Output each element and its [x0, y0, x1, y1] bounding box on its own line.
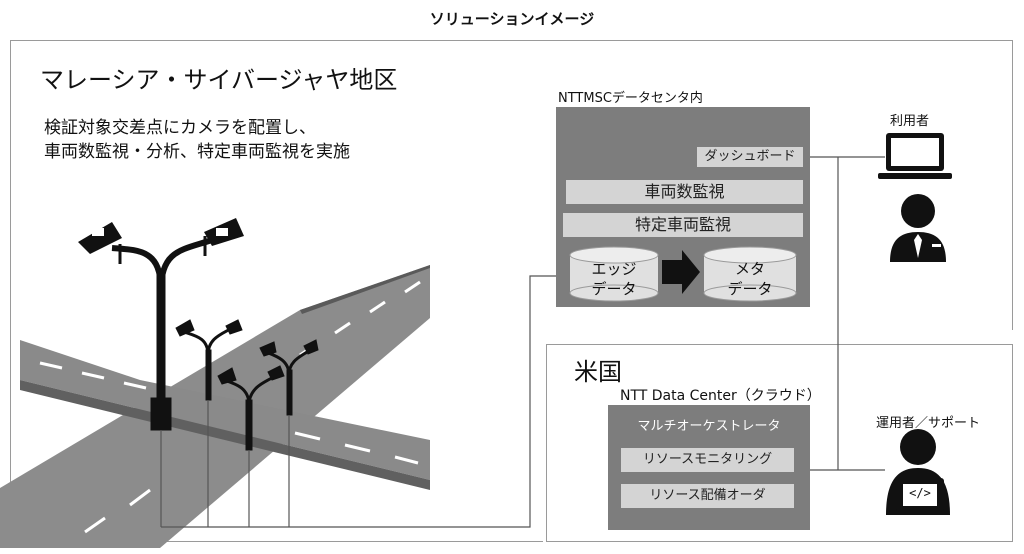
malaysia-desc-line2: 車両数監視・分析、特定車両監視を実施: [44, 142, 350, 162]
camera-cables: [160, 275, 560, 528]
edge-data-label-2: データ: [591, 280, 637, 298]
specific-vehicle-monitor: 特定車両監視: [563, 213, 803, 237]
laptop-icon: [878, 133, 952, 179]
msc-label: NTTMSCデータセンタ内: [558, 91, 703, 106]
malaysia-label: マレーシア・サイバージャヤ地区: [40, 66, 398, 94]
usa-panel: [546, 344, 1013, 542]
operator-label: 運用者／サポート: [876, 416, 981, 431]
edge-data-label-1: エッジ: [591, 260, 637, 278]
operator-icon: [886, 429, 950, 515]
road-horizontal-edge: [20, 380, 430, 490]
road-diagonal-edge: [300, 265, 430, 314]
malaysia-panel: [10, 40, 1013, 542]
dc-label: NTT Data Center（クラウド）: [620, 388, 821, 404]
camera-pole-4: [259, 339, 319, 416]
road-horizontal: [20, 340, 430, 480]
malaysia-desc-line1: 検証対象交差点にカメラを配置し、: [44, 118, 316, 138]
user-label: 利用者: [890, 114, 930, 129]
camera-pole-3: [217, 365, 285, 451]
meta-data-label-2: データ: [727, 280, 773, 298]
resource-deploy-order: リソース配備オーダ: [621, 484, 794, 508]
camera-pole-2: [175, 319, 243, 401]
vehicle-count-monitor: 車両数監視: [566, 180, 803, 204]
dashboard-button[interactable]: ダッシュボード: [697, 147, 803, 167]
meta-data-label-1: メタ: [734, 260, 765, 278]
meta-data-cylinder: [703, 246, 797, 302]
code-icon: </>: [909, 486, 931, 500]
resource-monitoring: リソースモニタリング: [621, 448, 794, 472]
camera-pole-main: [111, 236, 213, 431]
edge-data-cylinder: [569, 246, 659, 302]
camera-main-left: [78, 222, 122, 254]
usa-label: 米国: [574, 358, 622, 386]
connection-lines: [796, 156, 885, 471]
orchestrator-label: マルチオーケストレータ: [637, 419, 781, 434]
businessman-icon: [890, 194, 946, 262]
camera-main-right: [204, 218, 244, 246]
flow-arrow-icon: [662, 250, 700, 294]
diagram-title: ソリューションイメージ: [429, 10, 595, 28]
